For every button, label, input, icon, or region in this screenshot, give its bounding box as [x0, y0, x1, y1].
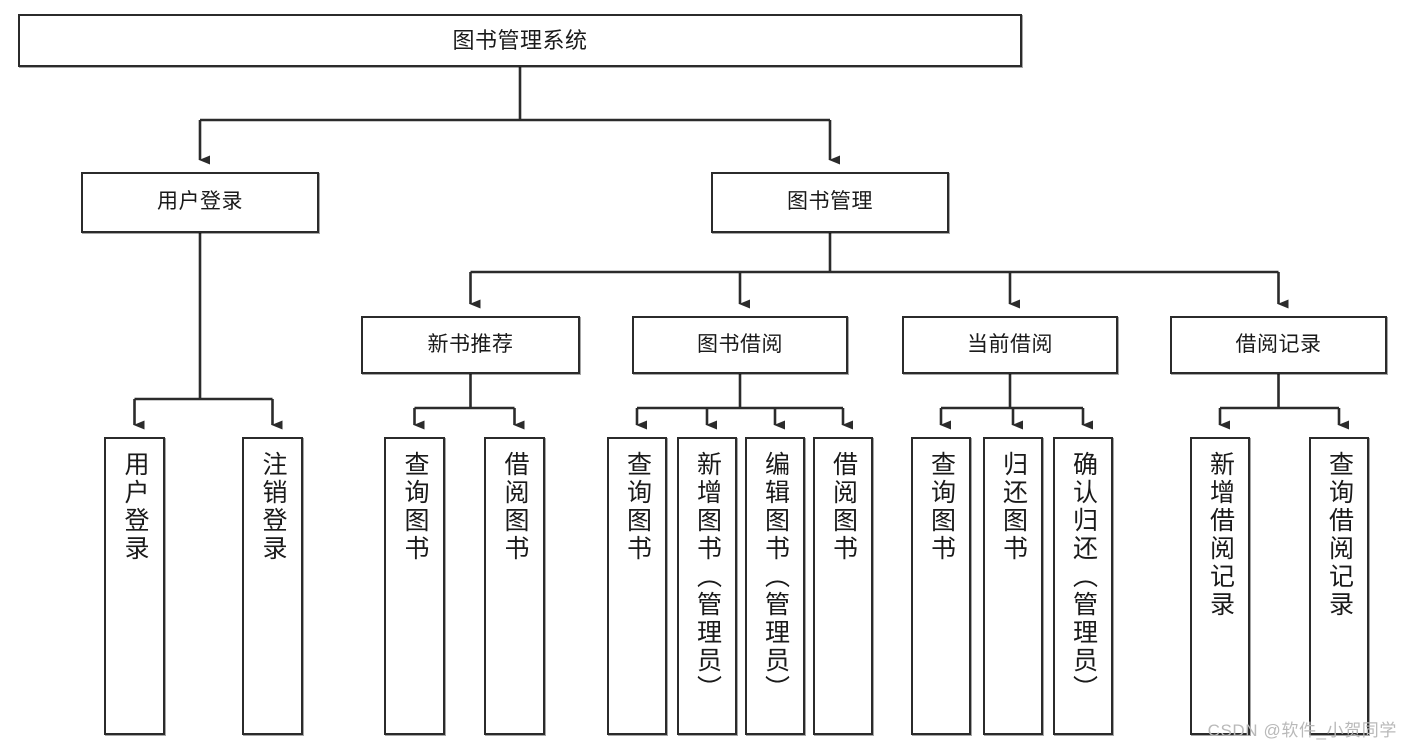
node-current[interactable]: 当前借阅 — [902, 316, 1118, 374]
node-bookmgmt[interactable]: 图书管理 — [711, 172, 949, 233]
node-label: 借阅图书 — [829, 451, 858, 563]
node-leaf-cur-confirm[interactable]: 确认归还（管理员） — [1053, 437, 1113, 735]
node-leaf-bb-add[interactable]: 新增图书（管理员） — [677, 437, 737, 735]
node-leaf-rec-query[interactable]: 查询借阅记录 — [1309, 437, 1369, 735]
node-label: 用户登录 — [157, 190, 243, 214]
node-label: 当前借阅 — [967, 332, 1053, 356]
node-leaf-bb-query[interactable]: 查询图书 — [607, 437, 667, 735]
node-label: 新书推荐 — [427, 332, 514, 356]
node-label: 用户登录 — [121, 451, 149, 563]
node-label: 确认归还（管理员） — [1069, 451, 1098, 703]
node-label: 图书借阅 — [697, 332, 783, 356]
node-label: 归还图书 — [999, 451, 1028, 563]
node-label: 编辑图书（管理员） — [761, 451, 790, 703]
node-label: 借阅记录 — [1235, 332, 1322, 356]
node-leaf-user-logout[interactable]: 注销登录 — [242, 437, 303, 735]
node-leaf-bb-edit[interactable]: 编辑图书（管理员） — [745, 437, 805, 735]
node-leaf-cur-return[interactable]: 归还图书 — [983, 437, 1043, 735]
node-label: 图书管理系统 — [452, 27, 588, 53]
node-label: 新增图书（管理员） — [693, 451, 722, 703]
node-root[interactable]: 图书管理系统 — [18, 14, 1022, 67]
node-borrow[interactable]: 图书借阅 — [632, 316, 848, 374]
node-label: 注销登录 — [259, 451, 287, 563]
node-leaf-cur-query[interactable]: 查询图书 — [911, 437, 971, 735]
node-leaf-bb-borrow[interactable]: 借阅图书 — [813, 437, 873, 735]
node-label: 查询图书 — [401, 451, 429, 563]
node-records[interactable]: 借阅记录 — [1170, 316, 1387, 374]
node-label: 查询图书 — [927, 451, 956, 563]
node-leaf-user-login[interactable]: 用户登录 — [104, 437, 165, 735]
node-leaf-nb-query[interactable]: 查询图书 — [384, 437, 445, 735]
node-label: 图书管理 — [787, 190, 873, 214]
node-leaf-nb-borrow[interactable]: 借阅图书 — [484, 437, 545, 735]
node-login[interactable]: 用户登录 — [81, 172, 319, 233]
node-label: 查询借阅记录 — [1325, 451, 1354, 619]
node-newbook[interactable]: 新书推荐 — [361, 316, 580, 374]
node-label: 新增借阅记录 — [1206, 451, 1235, 619]
node-leaf-rec-add[interactable]: 新增借阅记录 — [1190, 437, 1250, 735]
node-label: 借阅图书 — [501, 451, 529, 563]
node-label: 查询图书 — [623, 451, 652, 563]
